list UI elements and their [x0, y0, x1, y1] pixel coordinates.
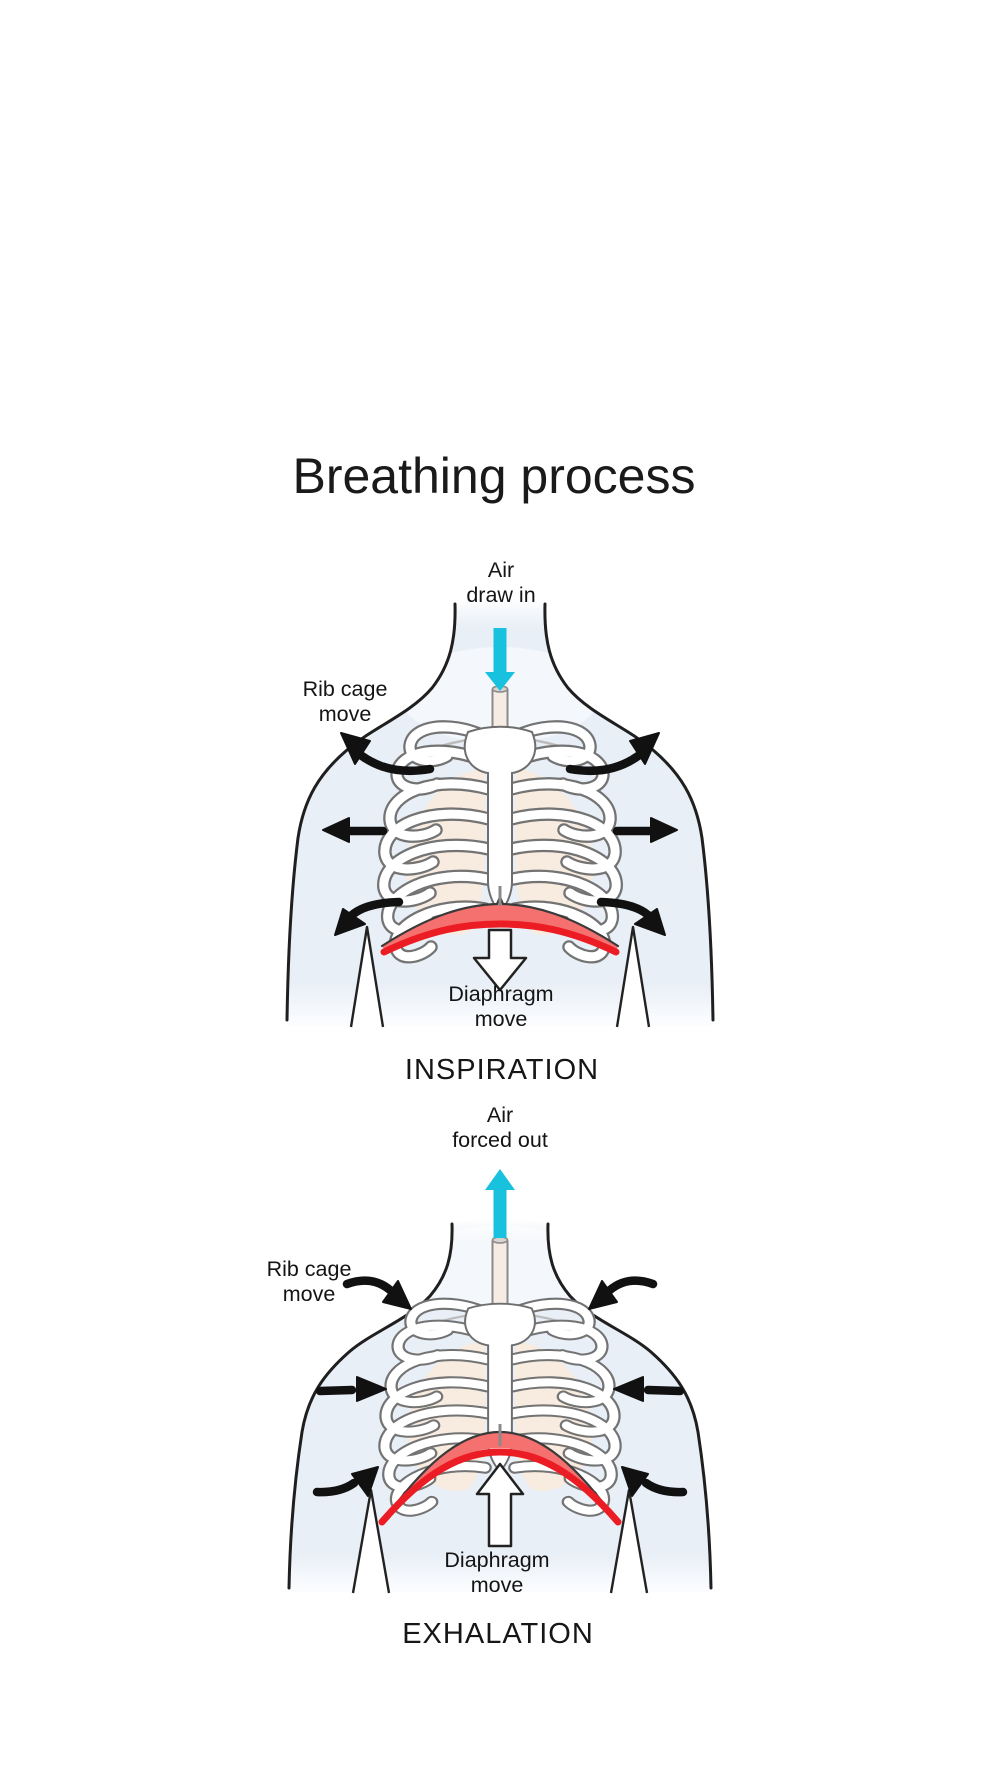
body-outline-right: [546, 1222, 713, 1590]
diaphragm-label-line1: Diaphragm: [448, 982, 554, 1006]
exhalation-diaphragm: [378, 1424, 622, 1526]
diagram-title: Breathing process: [292, 448, 696, 504]
body-outline-right: [543, 602, 715, 1022]
body-outline-left: [285, 602, 457, 1022]
air-label-line1: Air: [487, 558, 515, 582]
exhalation-caption: EXHALATION: [402, 1618, 594, 1650]
inspiration-diaphragm: [380, 886, 620, 956]
inspiration-figure: [285, 598, 715, 1028]
exhalation-diaphragm-label: Diaphragm move: [387, 1548, 607, 1597]
left-armpit-notch: [349, 925, 385, 1028]
inspiration-caption: INSPIRATION: [404, 1054, 600, 1086]
ribcage-label-line2: move: [318, 701, 372, 726]
inspiration-air-label: Air draw in: [401, 558, 601, 607]
air-label-line2: draw in: [466, 582, 536, 607]
ribcage-label-line1: Rib cage: [302, 677, 388, 701]
diaphragm-label-line1: Diaphragm: [444, 1548, 550, 1572]
air-flow-arrow-up-icon: [485, 1169, 515, 1238]
trachea: [491, 1236, 509, 1316]
inspiration-ribcage-label: Rib cage move: [245, 677, 445, 726]
diaphragm-direction-arrow-icon: [472, 928, 528, 992]
inspiration-diaphragm-label: Diaphragm move: [391, 982, 611, 1031]
exhalation-air-label: Air forced out: [390, 1103, 610, 1152]
diaphragm-label-line2: move: [474, 1006, 528, 1031]
exhalation-ribcage-label: Rib cage move: [209, 1257, 409, 1306]
diaphragm-direction-arrow-icon: [475, 1462, 525, 1548]
ribcage-label-line2: move: [282, 1281, 336, 1306]
air-label-line2: forced out: [452, 1127, 548, 1152]
air-flow-arrow-down-icon: [485, 628, 515, 691]
right-armpit-notch: [615, 925, 651, 1028]
diaphragm-label-line2: move: [470, 1572, 524, 1597]
body-outline-left: [287, 1222, 454, 1590]
ribcage-label-line1: Rib cage: [266, 1257, 352, 1281]
exhalation-figure: [287, 1169, 713, 1594]
air-label-line1: Air: [486, 1103, 514, 1127]
